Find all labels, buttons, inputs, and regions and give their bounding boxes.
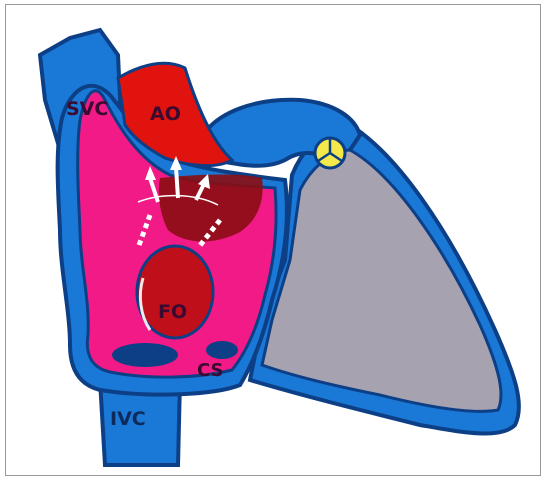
label-ivc: IVC — [110, 408, 146, 430]
label-fo: FO — [158, 301, 187, 323]
valve-icon — [315, 138, 345, 168]
label-ao: AO — [150, 103, 181, 125]
cs-opening — [206, 341, 238, 359]
fossa-ovalis — [137, 246, 213, 338]
label-svc: SVC — [66, 98, 108, 120]
ivc-opening — [112, 343, 178, 367]
label-cs: CS — [197, 360, 224, 381]
